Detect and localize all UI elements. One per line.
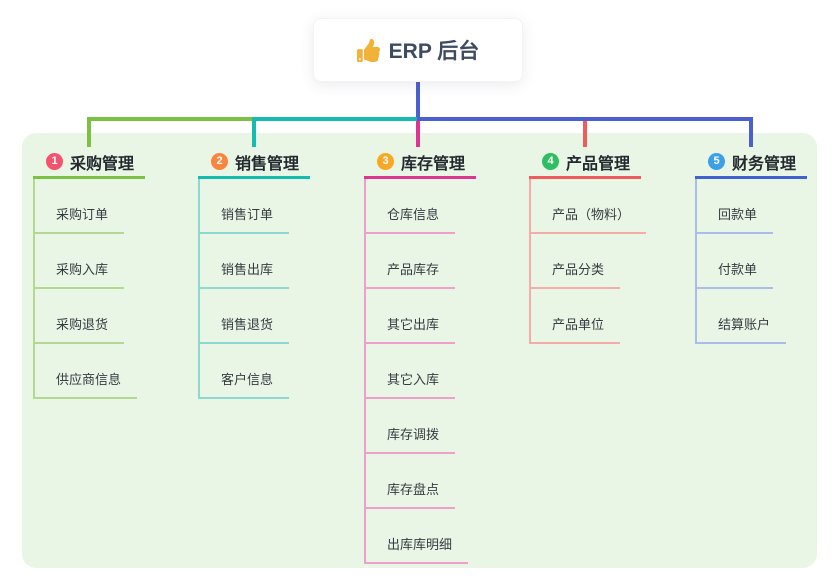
child-node-label: 销售退货 [198,314,290,344]
child-node-label: 仓库信息 [364,204,456,234]
branch: 3 库存管理 仓库信息产品库存其它出库其它入库库存调拨库存盘点出库库明细 [364,147,524,564]
child-node[interactable]: 其它出库 [364,289,524,344]
branch-children: 产品（物料） 产品分类产品单位 [529,179,689,344]
child-node-label: 采购入库 [33,259,125,289]
child-node[interactable]: 产品单位 [529,289,689,344]
branch-label: 采购管理 [70,155,135,173]
child-node[interactable]: 采购订单 [33,179,193,234]
branches-panel [22,133,817,568]
child-node[interactable]: 库存调拨 [364,399,524,454]
branch-number-badge: 3 [377,153,394,170]
branch-children: 采购订单采购入库采购退货供应商信息 [33,179,193,399]
branch-header[interactable]: 1 采购管理 [33,147,145,179]
child-node[interactable]: 供应商信息 [33,344,193,399]
child-node-label: 结算账户 [695,314,787,344]
child-node[interactable]: 产品分类 [529,234,689,289]
child-node[interactable]: 产品库存 [364,234,524,289]
child-node-label: 销售订单 [198,204,290,234]
child-node[interactable]: 采购退货 [33,289,193,344]
child-node[interactable]: 出库库明细 [364,509,524,564]
branch-trunk-line [33,179,35,399]
branch-header[interactable]: 3 库存管理 [364,147,476,179]
branch-header[interactable]: 5 财务管理 [695,147,807,179]
child-node-label: 采购订单 [33,204,125,234]
branch: 1 采购管理 采购订单采购入库采购退货供应商信息 [33,147,193,399]
branch: 5 财务管理 回款单付款单结算账户 [695,147,839,344]
child-node-label: 产品（物料） [529,204,647,234]
child-node[interactable]: 采购入库 [33,234,193,289]
branch-trunk-line [695,179,697,344]
child-node[interactable]: 其它入库 [364,344,524,399]
branch-number-badge: 2 [211,153,228,170]
child-node-label: 其它入库 [364,369,456,399]
branch-children: 回款单付款单结算账户 [695,179,839,344]
branch-label: 产品管理 [566,155,631,173]
connector-drop-branch-2 [252,117,256,147]
branch-children: 销售订单销售出库销售退货客户信息 [198,179,358,399]
child-node-label: 销售出库 [198,259,290,289]
child-node[interactable]: 仓库信息 [364,179,524,234]
branch: 4 产品管理 产品（物料） 产品分类产品单位 [529,147,689,344]
child-node-label: 库存调拨 [364,424,456,454]
branch-number-badge: 4 [542,153,559,170]
child-node[interactable]: 销售出库 [198,234,358,289]
connector-drop-branch-5 [749,117,753,147]
branch: 2 销售管理 销售订单销售出库销售退货客户信息 [198,147,358,399]
branch-label: 销售管理 [235,155,300,173]
child-node[interactable]: 客户信息 [198,344,358,399]
branch-header[interactable]: 4 产品管理 [529,147,641,179]
branch-children: 仓库信息产品库存其它出库其它入库库存调拨库存盘点出库库明细 [364,179,524,564]
child-node-label: 其它出库 [364,314,456,344]
child-node[interactable]: 库存盘点 [364,454,524,509]
child-node-label: 付款单 [695,259,774,289]
connector-root-vertical [416,82,420,117]
connector-drop-branch-1 [87,117,91,147]
connector-segment-green [87,117,253,121]
child-node[interactable]: 销售退货 [198,289,358,344]
child-node-label: 产品单位 [529,314,621,344]
child-node-label: 出库库明细 [364,534,469,564]
branch-trunk-line [529,179,531,344]
child-node-label: 产品分类 [529,259,621,289]
child-node-label: 库存盘点 [364,479,456,509]
branch-trunk-line [364,179,366,564]
child-node[interactable]: 回款单 [695,179,839,234]
child-node-label: 供应商信息 [33,369,138,399]
child-node-label: 客户信息 [198,369,290,399]
branch-label: 库存管理 [401,155,466,173]
connector-segment-blue [417,117,753,121]
child-node[interactable]: 结算账户 [695,289,839,344]
branch-number-badge: 5 [708,153,725,170]
branch-label: 财务管理 [732,155,797,173]
child-node[interactable]: 销售订单 [198,179,358,234]
root-node[interactable]: ERP 后台 [313,18,523,82]
child-node-label: 回款单 [695,204,774,234]
child-node[interactable]: 产品（物料） [529,179,689,234]
thumbs-up-icon [356,38,380,62]
branch-trunk-line [198,179,200,399]
branch-number-badge: 1 [46,153,63,170]
child-node-label: 产品库存 [364,259,456,289]
root-node-label: ERP 后台 [388,40,480,63]
connector-segment-teal [253,117,419,121]
branch-header[interactable]: 2 销售管理 [198,147,310,179]
child-node[interactable]: 付款单 [695,234,839,289]
child-node-label: 采购退货 [33,314,125,344]
connector-drop-branch-3 [416,121,420,147]
connector-drop-branch-4 [583,121,587,147]
